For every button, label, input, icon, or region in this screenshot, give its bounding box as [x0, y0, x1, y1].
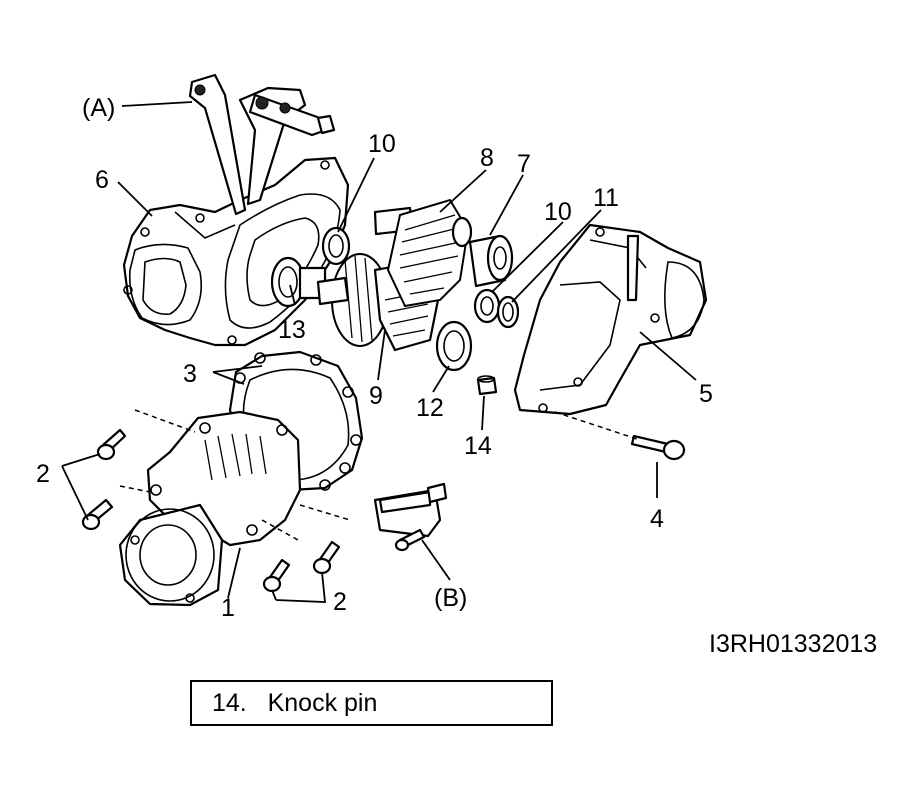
part-5-right-case — [513, 223, 708, 416]
part-4-bolt — [630, 434, 686, 461]
part-12-bearing — [435, 320, 473, 372]
callout-4: 4 — [650, 505, 664, 533]
part-1-housing — [118, 410, 302, 607]
callout-a: (A) — [82, 94, 115, 122]
callout-6: 6 — [95, 166, 109, 194]
leader-lines — [61, 101, 697, 603]
part-2-bolt-bottom-middle — [262, 558, 291, 593]
callout-3: 3 — [183, 360, 197, 388]
part-10-seal-left — [321, 226, 351, 266]
legend-box: 14. Knock pin — [190, 680, 553, 726]
callout-b: (B) — [434, 584, 467, 612]
callout-labels: (A) 6 10 8 7 10 11 13 3 9 12 14 5 4 2 1 … — [36, 94, 877, 658]
part-14-knock-pin — [476, 375, 498, 396]
callout-1: 1 — [221, 594, 235, 622]
callout-2-bottom: 2 — [333, 588, 347, 616]
part-10-seal-right — [473, 288, 501, 324]
part-8-gear — [373, 198, 473, 308]
callout-7: 7 — [517, 150, 531, 178]
callout-5: 5 — [699, 380, 713, 408]
callout-10-left: 10 — [368, 130, 396, 158]
tool-a-holder — [188, 73, 336, 216]
callout-12: 12 — [416, 394, 444, 422]
callout-2-left: 2 — [36, 460, 50, 488]
part-2-bolt-bottom-right — [312, 540, 341, 575]
callout-9: 9 — [369, 382, 383, 410]
legend-text: 14. Knock pin — [212, 689, 378, 717]
figure-id: I3RH01332013 — [709, 630, 877, 658]
part-11-seal — [496, 295, 520, 329]
part-2-bolt-upper-left — [96, 428, 127, 461]
tool-b — [373, 482, 448, 552]
callout-13: 13 — [278, 316, 306, 344]
alignment-lines — [119, 409, 641, 541]
callout-8: 8 — [480, 144, 494, 172]
part-2-bolt-lower-left — [81, 498, 114, 531]
callout-14: 14 — [464, 432, 492, 460]
callout-10-right: 10 — [544, 198, 572, 226]
callout-11: 11 — [593, 184, 619, 212]
